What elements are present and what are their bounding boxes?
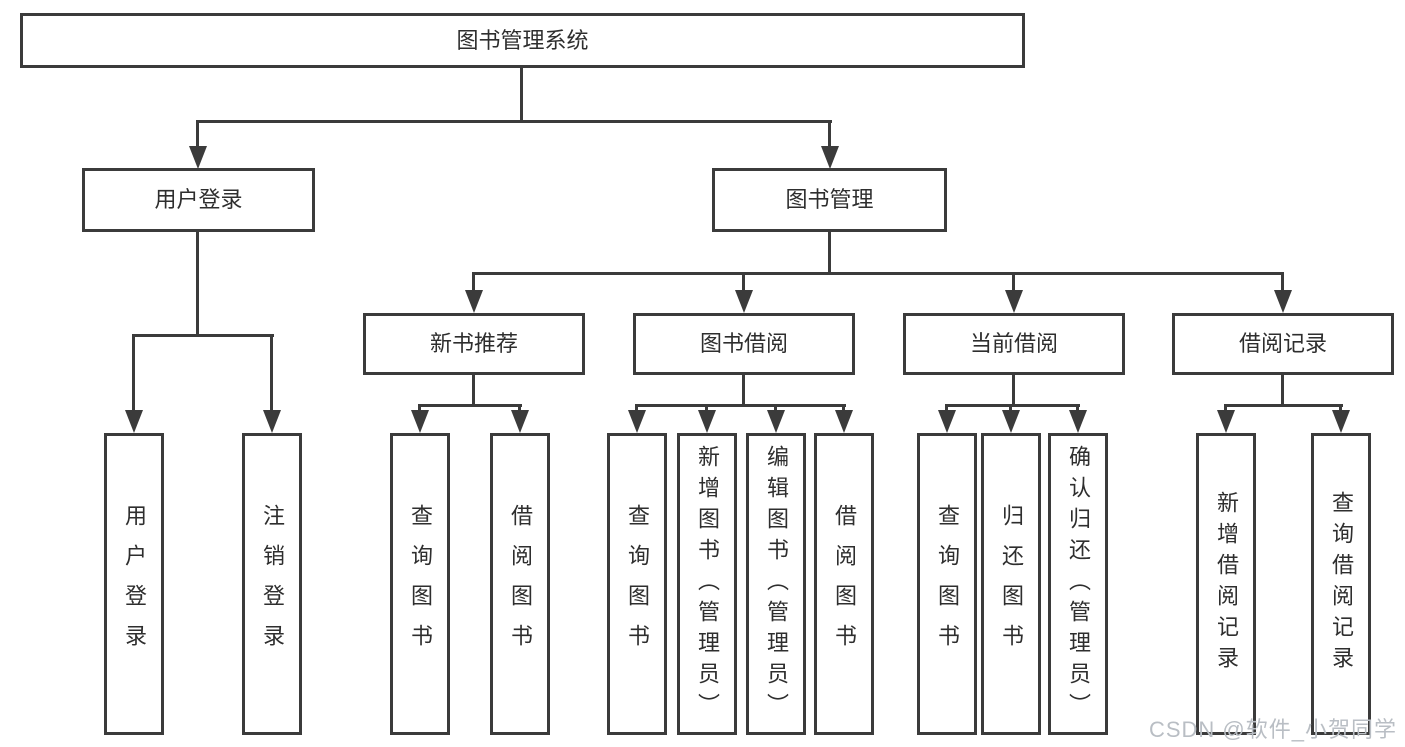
leaf-add-borrow-record: 新增借阅记录 xyxy=(1196,433,1256,735)
connector-arm-leaf-login xyxy=(132,334,135,412)
connector-records-stem xyxy=(1281,373,1284,407)
arrow-down-icon xyxy=(263,410,281,433)
arrow-down-icon xyxy=(628,410,646,433)
arrow-down-icon xyxy=(698,410,716,433)
connector-arm xyxy=(1009,404,1012,413)
node-current-borrowing: 当前借阅 xyxy=(903,313,1125,375)
connector-arm xyxy=(774,404,777,413)
leaf-borrow-books-recommend: 借阅图书 xyxy=(490,433,550,735)
connector-arm xyxy=(1339,404,1342,413)
connector-current-splitter xyxy=(945,404,1080,407)
connector-records-splitter xyxy=(1224,404,1343,407)
leaf-borrow-books: 借阅图书 xyxy=(814,433,874,735)
arrow-down-icon xyxy=(767,410,785,433)
connector-userlogin-splitter xyxy=(132,334,274,337)
arrow-down-icon xyxy=(1005,290,1023,313)
csdn-watermark: CSDN @软件_小贺同学 xyxy=(1148,717,1397,742)
leaf-add-books-admin: 新增图书（管理员） xyxy=(677,433,737,735)
connector-arm xyxy=(1224,404,1227,413)
node-book-borrowing: 图书借阅 xyxy=(633,313,855,375)
connector-arm xyxy=(842,404,845,413)
arrow-down-icon xyxy=(1069,410,1087,433)
connector-root-splitter xyxy=(196,120,832,123)
arrow-down-icon xyxy=(1274,290,1292,313)
connector-recommend-splitter xyxy=(418,404,522,407)
node-book-management: 图书管理 xyxy=(712,168,947,232)
leaf-query-books-recommend: 查询图书 xyxy=(390,433,450,735)
connector-arm-book-management xyxy=(828,120,831,148)
arrow-down-icon xyxy=(735,290,753,313)
connector-bookmgmt-stem xyxy=(828,230,831,275)
connector-arm-records xyxy=(1281,272,1284,292)
node-library-management-system: 图书管理系统 xyxy=(20,13,1025,68)
leaf-confirm-return-admin: 确认归还（管理员） xyxy=(1048,433,1108,735)
connector-arm xyxy=(1076,404,1079,413)
arrow-down-icon xyxy=(1332,410,1350,433)
node-borrowing-records: 借阅记录 xyxy=(1172,313,1394,375)
leaf-query-books-borrowing: 查询图书 xyxy=(607,433,667,735)
leaf-query-books-current: 查询图书 xyxy=(917,433,977,735)
connector-root-stem xyxy=(520,66,523,123)
leaf-logout: 注销登录 xyxy=(242,433,302,735)
arrow-down-icon xyxy=(1002,410,1020,433)
arrow-down-icon xyxy=(1217,410,1235,433)
connector-borrowing-splitter xyxy=(635,404,846,407)
node-new-book-recommendation: 新书推荐 xyxy=(363,313,585,375)
connector-arm xyxy=(418,404,421,413)
connector-arm-user-login xyxy=(196,120,199,148)
connector-borrowing-stem xyxy=(742,373,745,407)
node-user-login: 用户登录 xyxy=(82,168,315,232)
leaf-return-books: 归还图书 xyxy=(981,433,1041,735)
connector-current-stem xyxy=(1012,373,1015,407)
arrow-down-icon xyxy=(465,290,483,313)
connector-arm xyxy=(518,404,521,413)
connector-userlogin-stem xyxy=(196,230,199,337)
connector-arm-leaf-logout xyxy=(270,334,273,412)
connector-arm-current xyxy=(1012,272,1015,292)
arrow-down-icon xyxy=(411,410,429,433)
connector-bookmgmt-splitter xyxy=(472,272,1284,275)
arrow-down-icon xyxy=(511,410,529,433)
arrow-down-icon xyxy=(835,410,853,433)
arrow-down-icon xyxy=(821,146,839,169)
leaf-edit-books-admin: 编辑图书（管理员） xyxy=(746,433,806,735)
arrow-down-icon xyxy=(938,410,956,433)
arrow-down-icon xyxy=(189,146,207,169)
leaf-query-borrow-record: 查询借阅记录 xyxy=(1311,433,1371,735)
connector-arm xyxy=(635,404,638,413)
connector-recommend-stem xyxy=(472,373,475,407)
arrow-down-icon xyxy=(125,410,143,433)
connector-arm xyxy=(705,404,708,413)
leaf-user-login: 用户登录 xyxy=(104,433,164,735)
connector-arm xyxy=(945,404,948,413)
connector-arm-borrowing xyxy=(742,272,745,292)
connector-arm-recommend xyxy=(472,272,475,292)
